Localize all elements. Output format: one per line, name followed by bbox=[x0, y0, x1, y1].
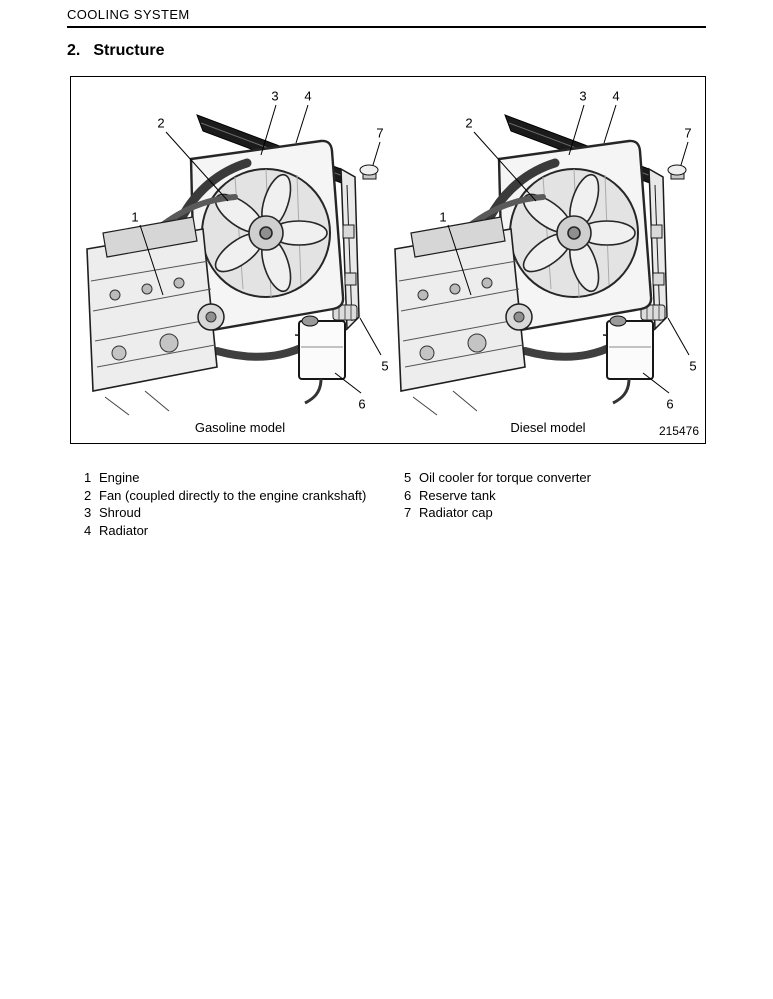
legend-item-number: 7 bbox=[404, 505, 412, 520]
diesel-model-drawing: 1 2 3 4 5 6 7 bbox=[393, 85, 703, 425]
callout-oil-cooler: 5 bbox=[380, 358, 390, 374]
callout-radiator: 4 bbox=[611, 88, 621, 104]
legend-item-number: 2 bbox=[84, 487, 92, 503]
legend-item: 4 Radiator bbox=[84, 522, 366, 540]
gasoline-model-illustration bbox=[85, 85, 395, 425]
callout-oil-cooler: 5 bbox=[688, 358, 698, 374]
legend-item: 2 Fan (coupled directly to the engine cr… bbox=[84, 487, 366, 505]
callout-fan: 2 bbox=[156, 115, 166, 131]
legend-item-label: Radiator cap bbox=[419, 505, 493, 520]
callout-radiator: 4 bbox=[303, 88, 313, 104]
legend-item-number: 1 bbox=[84, 470, 92, 485]
figure-number: 215476 bbox=[658, 424, 699, 438]
callout-fan: 2 bbox=[464, 115, 474, 131]
caption-diesel-model: Diesel model bbox=[510, 420, 586, 435]
figure-frame: 1 2 3 4 5 6 7 1 2 3 4 5 6 7 Gasoline mod… bbox=[70, 76, 706, 444]
callout-shroud: 3 bbox=[270, 88, 280, 104]
section-title-text: Structure bbox=[93, 42, 165, 59]
diesel-model-illustration bbox=[393, 85, 703, 425]
legend-item: 1 Engine bbox=[84, 469, 366, 487]
callout-engine: 1 bbox=[438, 209, 448, 225]
legend-left-column: 1 Engine 2 Fan (coupled directly to the … bbox=[84, 469, 366, 539]
legend-item-label: Shroud bbox=[99, 505, 141, 520]
callout-reserve-tank: 6 bbox=[357, 396, 367, 412]
page-header-title: COOLING SYSTEM bbox=[67, 7, 190, 22]
gasoline-model-drawing: 1 2 3 4 5 6 7 bbox=[85, 85, 395, 425]
legend-item-number: 6 bbox=[404, 487, 412, 503]
section-number: 2. bbox=[67, 42, 81, 59]
legend-item-label: Engine bbox=[99, 470, 140, 485]
callout-radiator-cap: 7 bbox=[375, 125, 385, 141]
legend-item: 5 Oil cooler for torque converter bbox=[404, 469, 591, 487]
callout-engine: 1 bbox=[130, 209, 140, 225]
legend-item-label: Radiator bbox=[99, 522, 149, 538]
legend-item: 7 Radiator cap bbox=[404, 504, 591, 522]
legend-item: 3 Shroud bbox=[84, 504, 366, 522]
legend-item-label: Oil cooler for torque converter bbox=[419, 470, 591, 485]
callout-radiator-cap: 7 bbox=[683, 125, 693, 141]
legend-item-number: 5 bbox=[404, 470, 412, 485]
legend-item-label: Reserve tank bbox=[419, 487, 496, 503]
legend-item-number: 4 bbox=[84, 522, 92, 538]
section-title: 2. Structure bbox=[67, 42, 164, 60]
caption-gasoline-model: Gasoline model bbox=[194, 420, 286, 435]
legend-item-label: Fan (coupled directly to the engine cran… bbox=[99, 487, 367, 503]
legend-right-column: 5 Oil cooler for torque converter 6 Rese… bbox=[404, 469, 591, 522]
legend-item-number: 3 bbox=[84, 505, 92, 520]
legend-item: 6 Reserve tank bbox=[404, 487, 591, 505]
header-divider bbox=[67, 26, 706, 28]
callout-shroud: 3 bbox=[578, 88, 588, 104]
callout-reserve-tank: 6 bbox=[665, 396, 675, 412]
